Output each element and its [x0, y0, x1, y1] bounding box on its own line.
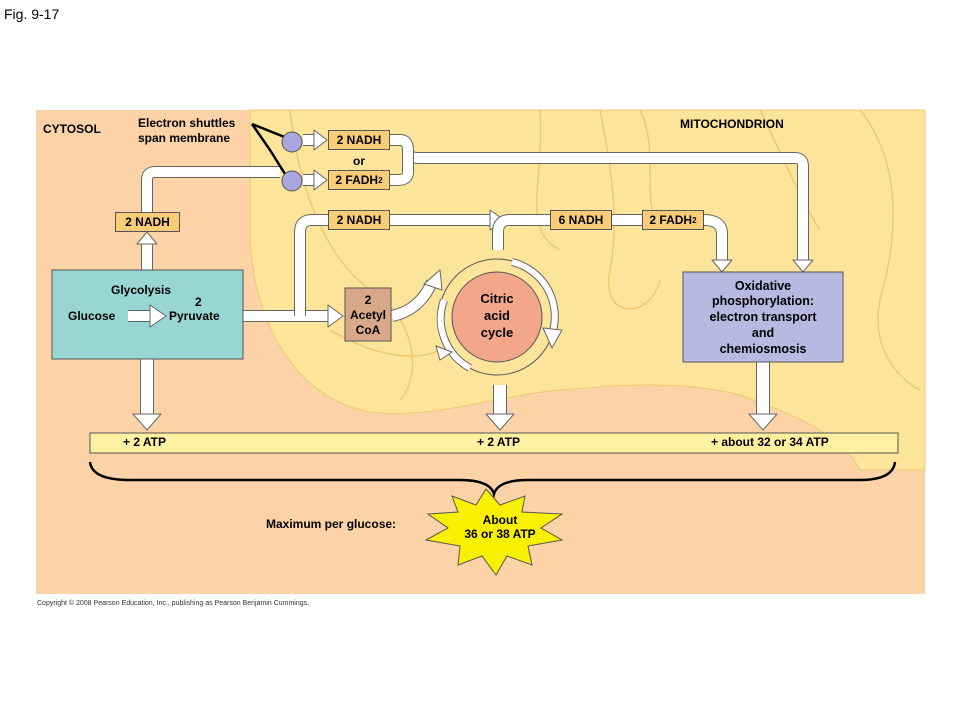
pyruvate-nadh-box: 2 NADH	[328, 210, 390, 230]
shuttle-protein-top	[281, 131, 303, 153]
atp-glycolysis: + 2 ATP	[123, 435, 167, 449]
arrow-shuttle-fadh2	[303, 169, 328, 191]
glycolysis-inner-arrow	[128, 304, 167, 328]
citric-line3: cycle	[480, 325, 514, 340]
arrow-pyruvate-to-acetylcoa	[243, 304, 344, 328]
citric-line1: Citric	[480, 291, 514, 306]
cytosol-nadh-text: 2 NADH	[125, 215, 170, 229]
cycle-nadh-text: 6 NADH	[558, 213, 604, 227]
cytosol-nadh-box: 2 NADH	[115, 212, 180, 232]
maximum-line1: About	[482, 513, 518, 527]
citric-acid-cycle	[435, 258, 563, 376]
figure-label: Fig. 9-17	[4, 6, 60, 22]
top-fadh2-subscript: 2	[378, 175, 383, 185]
acetyl-coa-line2: Acetyl	[349, 308, 387, 322]
arrow-cycle-to-carriers	[492, 214, 733, 273]
cycle-fadh2-subscript: 2	[692, 215, 697, 225]
top-nadh-box: 2 NADH	[328, 130, 390, 150]
shuttles-label-line2: span membrane	[138, 131, 231, 145]
arrow-citric-atp	[485, 385, 515, 431]
acetyl-coa-line3: CoA	[355, 323, 381, 337]
maximum-label: Maximum per glucose:	[266, 517, 397, 531]
atp-bar	[89, 432, 899, 454]
shuttle-protein-bottom	[281, 170, 303, 192]
cytosol-label: CYTOSOL	[43, 122, 101, 136]
oxphos-line3: electron transport	[709, 310, 817, 324]
glucose-label: Glucose	[68, 309, 116, 323]
arrow-glycolysis-to-nadh	[136, 231, 158, 270]
arrow-oxphos-atp	[748, 362, 778, 431]
arrow-acetylcoa-to-cycle	[390, 269, 443, 322]
top-nadh-text: 2 NADH	[336, 133, 382, 147]
cycle-fadh2-text: 2 FADH	[649, 213, 693, 227]
pyruvate-nadh-text: 2 NADH	[336, 213, 382, 227]
atp-oxphos: + about 32 or 34 ATP	[711, 435, 829, 449]
arrow-shuttle-nadh	[303, 129, 328, 151]
oxphos-line2: phosphorylation:	[711, 294, 815, 308]
citric-line2: acid	[483, 308, 510, 323]
max-atp-starburst	[424, 488, 564, 576]
maximum-line2: 36 or 38 ATP	[464, 527, 536, 541]
oxphos-line5: chemiosmosis	[719, 342, 807, 356]
top-fadh2-text: 2 FADH	[335, 173, 379, 187]
shuttles-label-line1: Electron shuttles	[138, 116, 236, 130]
or-label: or	[353, 154, 365, 168]
glycolysis-title: Glycolysis	[111, 283, 172, 297]
oxphos-box	[682, 271, 844, 363]
copyright-notice: Copyright © 2008 Pearson Education, Inc.…	[37, 600, 310, 607]
acetyl-coa-count: 2	[364, 293, 372, 307]
oxphos-line4: and	[751, 326, 775, 340]
oxphos-line1: Oxidative	[734, 279, 792, 293]
arrow-pyruvate-nadh	[294, 209, 505, 316]
cycle-nadh-box: 6 NADH	[550, 210, 612, 230]
pyruvate-count: 2	[195, 295, 202, 309]
arrow-nadh-to-oxphos	[141, 134, 814, 273]
acetyl-coa-box	[344, 287, 392, 342]
pyruvate-label: Pyruvate	[169, 309, 220, 323]
atp-citric: + 2 ATP	[477, 435, 521, 449]
total-brace	[88, 461, 897, 499]
mitochondrion-label: MITOCHONDRION	[680, 117, 784, 131]
arrow-glycolysis-atp	[132, 358, 162, 431]
